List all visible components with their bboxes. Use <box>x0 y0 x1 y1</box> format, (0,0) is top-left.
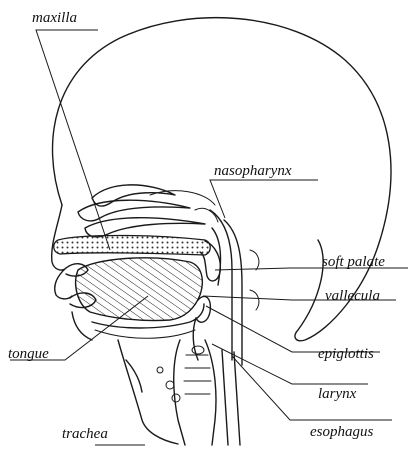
label-trachea: trachea <box>62 426 108 442</box>
neck-outline <box>118 340 180 444</box>
larynx-trachea <box>174 340 216 445</box>
label-soft-palate: soft palate <box>322 254 385 270</box>
hard-palate <box>54 236 211 256</box>
label-larynx: larynx <box>318 386 357 402</box>
cervical-vertebrae <box>250 250 259 310</box>
esophagus-shape <box>222 350 240 445</box>
hyoid-area <box>95 330 195 338</box>
label-esophagus: esophagus <box>310 424 373 440</box>
tongue-shape <box>76 258 203 321</box>
pharynx-walls <box>210 210 242 365</box>
nasal-turbinates <box>78 185 218 237</box>
label-tongue: tongue <box>8 346 49 362</box>
epiglottis-shape <box>193 296 210 360</box>
label-nasopharynx: nasopharynx <box>214 163 292 179</box>
label-maxilla: maxilla <box>32 10 77 26</box>
label-epiglottis: epiglottis <box>318 346 374 362</box>
label-vallecula: vallecula <box>325 288 380 304</box>
